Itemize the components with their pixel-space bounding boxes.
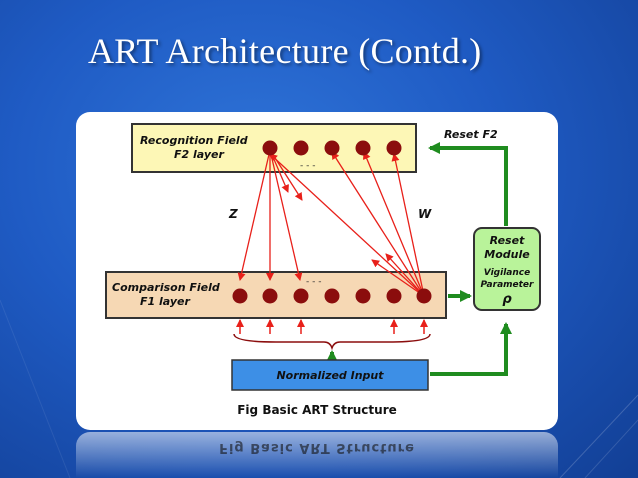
art-diagram: Recognition Field F2 layer - - - Compari… (105, 123, 541, 417)
reset-module-box (473, 227, 541, 311)
f2-node (324, 140, 340, 156)
f1-node (355, 288, 371, 304)
w-label: W (418, 207, 432, 221)
lateral-arrow (385, 253, 425, 297)
bottom-up-arrow (363, 151, 425, 297)
reset-f2-label: Reset F2 (444, 128, 498, 141)
f1-nodes (232, 288, 432, 304)
f1-node (262, 288, 278, 304)
figure-caption: Fig Basic ART Structure (237, 403, 397, 417)
f1-node (416, 288, 432, 304)
diagram-reflection: Fig Basic ART Structure (76, 432, 558, 478)
f2-node (355, 140, 371, 156)
f2-label-line2: F2 layer (174, 148, 224, 161)
bottom-up-arrow (269, 153, 425, 297)
reset-to-f2-arrow (428, 142, 508, 226)
lateral-arrow (371, 259, 425, 297)
z-label: Z (228, 207, 238, 221)
f1-node (293, 288, 309, 304)
top-down-arrow (269, 149, 303, 281)
reset-module-line2: Module (484, 248, 530, 261)
f1-node (324, 288, 340, 304)
f1-dots: - - - (306, 277, 321, 287)
slide-title: ART Architecture (Contd.) (88, 31, 482, 71)
rho-symbol: ρ (502, 292, 512, 307)
f2-node (386, 140, 402, 156)
f1-node (386, 288, 402, 304)
input-arrows (236, 319, 428, 334)
reset-module-line4: Parameter (481, 280, 534, 290)
reset-module-line1: Reset (490, 234, 525, 247)
bottom-up-arrow (391, 153, 425, 297)
f2-node (293, 140, 309, 156)
top-down-arrow (237, 149, 271, 281)
reset-module-line3: Vigilance (484, 268, 530, 278)
reflected-caption: Fig Basic ART Structure (219, 440, 415, 455)
f2-node (262, 140, 278, 156)
f2-nodes (262, 140, 402, 156)
connection-arrows (237, 149, 425, 297)
f2-dots: - - - (300, 161, 315, 171)
green-arrows (326, 142, 512, 376)
bottom-up-arrow (331, 151, 425, 297)
diagram-card: Recognition Field F2 layer - - - Compari… (76, 112, 558, 430)
f1-node (232, 288, 248, 304)
f2-label-line1: Recognition Field (140, 134, 248, 147)
f1-label-line2: F1 layer (140, 295, 190, 308)
f1-label-line1: Comparison Field (112, 281, 220, 294)
normalized-input-box (231, 359, 429, 391)
input-to-reset-arrow (430, 322, 512, 376)
normalized-input-label: Normalized Input (276, 369, 384, 382)
input-brace (233, 333, 431, 351)
